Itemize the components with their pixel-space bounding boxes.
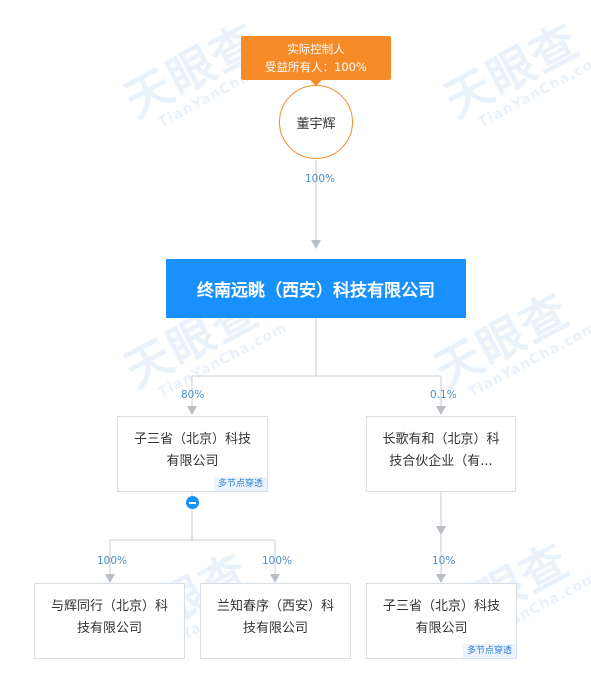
main-company-name: 终南远眺（西安）科技有限公司 bbox=[197, 281, 435, 301]
company-name-line: 与辉同行（北京）科 bbox=[50, 599, 168, 614]
person-name: 董宇辉 bbox=[296, 116, 336, 132]
company-node[interactable]: 与辉同行（北京）科 技有限公司 bbox=[34, 583, 185, 659]
edge-percent: 10% bbox=[432, 555, 456, 567]
company-node[interactable]: 子三省（北京）科技 有限公司 多节点穿透 bbox=[366, 583, 517, 659]
multi-node-penetration-tag[interactable]: 多节点穿透 bbox=[462, 644, 516, 658]
company-node[interactable]: 兰知春序（西安）科 技有限公司 bbox=[200, 583, 351, 659]
edge-percent: 100% bbox=[262, 555, 293, 567]
company-name-line: 子三省（北京）科技 bbox=[133, 432, 251, 447]
company-name-line: 技有限公司 bbox=[76, 621, 142, 636]
company-name-line: 有限公司 bbox=[166, 454, 219, 469]
company-node[interactable]: 长歌有和（北京）科 技合伙企业（有... bbox=[366, 416, 516, 492]
controller-title: 实际控制人 bbox=[287, 42, 345, 56]
company-name-line: 技合伙企业（有... bbox=[389, 454, 493, 469]
person-node[interactable]: 董宇辉 bbox=[279, 85, 353, 159]
company-name-line: 兰知春序（西安）科 bbox=[216, 599, 334, 614]
company-name-line: 有限公司 bbox=[415, 621, 468, 636]
company-name-line: 技有限公司 bbox=[242, 621, 308, 636]
main-company-node[interactable]: 终南远眺（西安）科技有限公司 bbox=[166, 259, 466, 318]
edge-percent: 80% bbox=[181, 389, 205, 401]
controller-tag-pointer bbox=[310, 80, 322, 86]
edge-percent: 100% bbox=[305, 173, 336, 185]
beneficial-owner-share: 受益所有人：100% bbox=[265, 60, 367, 74]
edge-percent: 0.1% bbox=[430, 389, 457, 401]
company-node[interactable]: 子三省（北京）科技 有限公司 多节点穿透 bbox=[117, 416, 268, 492]
company-name-line: 子三省（北京）科技 bbox=[382, 599, 500, 614]
actual-controller-tag: 实际控制人 受益所有人：100% bbox=[241, 36, 391, 80]
company-name-line: 长歌有和（北京）科 bbox=[382, 432, 500, 447]
collapse-toggle-icon[interactable] bbox=[186, 496, 199, 509]
multi-node-penetration-tag[interactable]: 多节点穿透 bbox=[213, 477, 267, 491]
edge-percent: 100% bbox=[97, 555, 128, 567]
